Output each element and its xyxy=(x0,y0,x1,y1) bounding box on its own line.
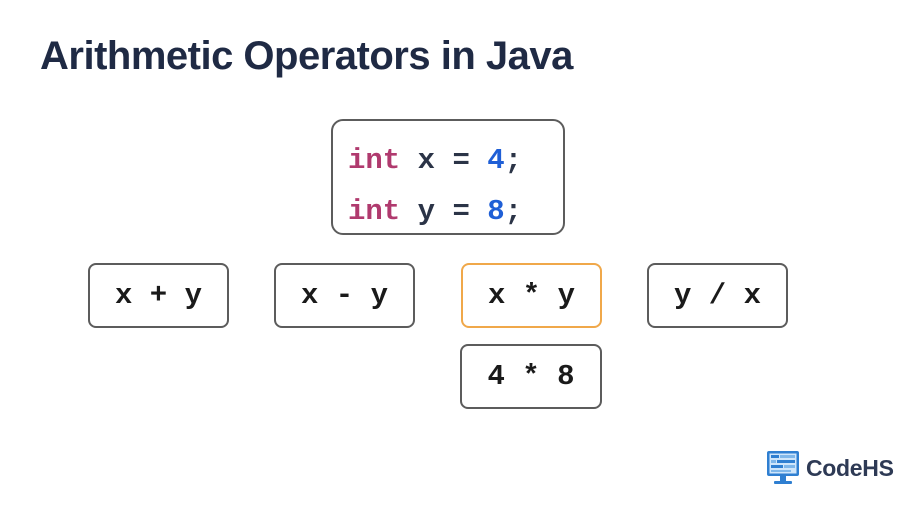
keyword: int xyxy=(348,195,401,228)
evaluation-box: 4 * 8 xyxy=(460,344,602,409)
expression-addition: x + y xyxy=(88,263,229,328)
expression-division: y / x xyxy=(647,263,788,328)
number-literal: 8 xyxy=(487,195,505,228)
semicolon: ; xyxy=(504,195,523,228)
variable-name: y xyxy=(417,195,436,228)
variable-name: x xyxy=(417,144,436,177)
assign-operator: = xyxy=(452,144,470,177)
declaration-line-x: int x = 4; xyxy=(348,135,563,186)
declaration-box: int x = 4; int y = 8; xyxy=(331,119,565,235)
semicolon: ; xyxy=(504,144,523,177)
keyword: int xyxy=(348,144,401,177)
expression-subtraction: x - y xyxy=(274,263,415,328)
assign-operator: = xyxy=(452,195,470,228)
expression-multiplication-highlighted: x * y xyxy=(461,263,602,328)
number-literal: 4 xyxy=(487,144,505,177)
declaration-line-y: int y = 8; xyxy=(348,186,563,237)
logo-text: CodeHS xyxy=(806,454,894,481)
codehs-logo: CodeHS xyxy=(766,448,894,488)
codehs-monitor-icon xyxy=(767,451,799,484)
slide-title: Arithmetic Operators in Java xyxy=(40,34,573,78)
